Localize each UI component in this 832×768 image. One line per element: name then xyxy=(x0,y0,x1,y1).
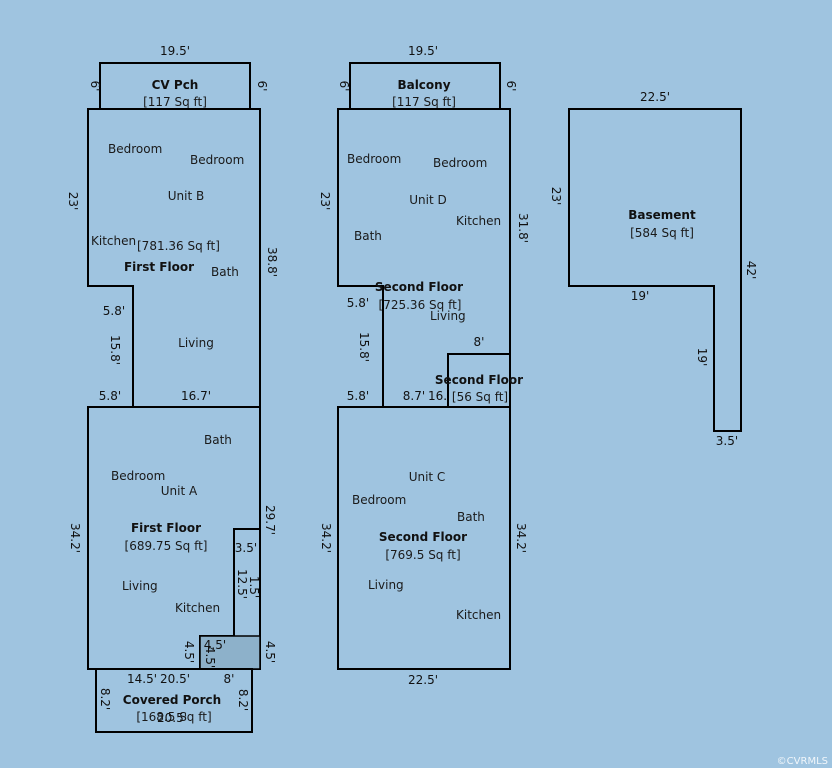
unit-a-notch-lower-dim: 1.5' xyxy=(247,576,261,598)
basement-right-dim: 42' xyxy=(744,261,758,280)
unit-b-step-bottom-dim: 5.8' xyxy=(99,389,121,403)
covered-porch-bottom-dim: 20.5' xyxy=(157,711,187,725)
covered-porch-top-c-dim: 8' xyxy=(224,672,235,686)
unit-b-bedroom-1: Bedroom xyxy=(108,142,162,156)
unit-d-kitchen: Kitchen xyxy=(456,214,501,228)
unit-c-bottom-dim: 22.5' xyxy=(408,673,438,687)
unit-a-notch-top-dim: 3.5' xyxy=(235,541,257,555)
balcony-outline xyxy=(349,62,501,110)
unit-d-bedroom-2: Bedroom xyxy=(433,156,487,170)
unit-a-bath: Bath xyxy=(204,433,232,447)
unit-d-area: [725.36 Sq ft] xyxy=(379,298,462,312)
unit-d-step-bottom-dim: 5.8' xyxy=(347,389,369,403)
unit-c-bath: Bath xyxy=(457,510,485,524)
balcony-title: Balcony xyxy=(397,78,450,92)
unit-d-floor: Second Floor xyxy=(375,280,463,294)
unit-b-name: Unit B xyxy=(168,189,204,203)
basement-bottom-dim: 3.5' xyxy=(716,434,738,448)
unit-b-bottom-dim: 16.7' xyxy=(181,389,211,403)
unit-b-bedroom-2: Bedroom xyxy=(190,153,244,167)
unit-d-bedroom-1: Bedroom xyxy=(347,152,401,166)
unit-c-floor: Second Floor xyxy=(379,530,467,544)
unit-d-step-top-dim: 5.8' xyxy=(347,296,369,310)
cv-porch-area: [117 Sq ft] xyxy=(143,95,207,109)
unit-d-left-lower-dim: 15.8' xyxy=(357,332,371,362)
balcony-right-side: 6' xyxy=(504,81,518,92)
unit-c-right-dim: 34.2' xyxy=(514,523,528,553)
unit-b-right-dim: 38.8' xyxy=(265,247,279,277)
basement-title: Basement xyxy=(628,208,696,222)
unit-b-kitchen: Kitchen xyxy=(91,234,136,248)
small-room-top-dim: 8' xyxy=(474,335,485,349)
unit-b-step-top-dim: 5.8' xyxy=(103,304,125,318)
unit-d-right-dim: 31.8' xyxy=(516,213,530,243)
covered-porch-right-dim: 8.2' xyxy=(236,689,250,711)
covered-porch-title: Covered Porch xyxy=(123,693,221,707)
unit-a-area: [689.75 Sq ft] xyxy=(125,539,208,553)
balcony-area: [117 Sq ft] xyxy=(392,95,456,109)
unit-a-square-top-dim: 4.5' xyxy=(204,638,226,652)
covered-porch-area: [168.5 Sq ft] xyxy=(136,710,211,724)
unit-a-name: Unit A xyxy=(161,484,198,498)
unit-d-name: Unit D xyxy=(409,193,446,207)
cv-porch-right-side: 6' xyxy=(255,81,269,92)
unit-a-right-upper-dim: 29.7' xyxy=(263,505,277,535)
unit-c-living: Living xyxy=(368,578,404,592)
small-room-area: [56 Sq ft] xyxy=(452,390,508,404)
cv-porch-outline xyxy=(99,62,251,110)
basement-left-dim: 23' xyxy=(549,187,563,206)
unit-a-right-lower-dim: 4.5' xyxy=(263,641,277,663)
cv-porch-title: CV Pch xyxy=(152,78,199,92)
unit-c-bedroom: Bedroom xyxy=(352,493,406,507)
unit-a-small-square xyxy=(199,635,261,670)
unit-c-name: Unit C xyxy=(409,470,446,484)
unit-d-mid-dim: 8.7' xyxy=(403,389,425,403)
unit-b-bath: Bath xyxy=(211,265,239,279)
unit-a-square-inner-dim: 4.5' xyxy=(203,646,217,668)
covered-porch-left-dim: 8.2' xyxy=(98,688,112,710)
unit-a-floor: First Floor xyxy=(131,521,201,535)
unit-a-left-dim: 34.2' xyxy=(68,523,82,553)
covered-porch-outline xyxy=(95,668,253,733)
unit-a-living: Living xyxy=(122,579,158,593)
unit-b-area: [781.36 Sq ft] xyxy=(137,239,220,253)
unit-a-square-left-dim: 4.5' xyxy=(182,641,196,663)
unit-b-left-upper-dim: 23' xyxy=(66,192,80,211)
unit-c-left-dim: 34.2' xyxy=(319,523,333,553)
unit-c-area: [769.5 Sq ft] xyxy=(385,548,460,562)
unit-d-left-upper-dim: 23' xyxy=(318,192,332,211)
unit-b-floor: First Floor xyxy=(124,260,194,274)
covered-porch-top-b-dim: 20.5' xyxy=(160,672,190,686)
balcony-width: 19.5' xyxy=(408,44,438,58)
unit-a-kitchen: Kitchen xyxy=(175,601,220,615)
unit-c-kitchen: Kitchen xyxy=(456,608,501,622)
small-room-floor: Second Floor xyxy=(435,373,523,387)
unit-a-bedroom: Bedroom xyxy=(111,469,165,483)
balcony-left-side: 6' xyxy=(337,81,351,92)
unit-c-outline xyxy=(337,406,511,670)
basement-inner-bottom-dim: 19' xyxy=(631,289,650,303)
basement-inner-side-dim: 19' xyxy=(695,348,709,367)
small-room-outline xyxy=(447,353,511,408)
basement-outline xyxy=(568,108,742,432)
unit-b-left-lower-dim: 15.8' xyxy=(108,335,122,365)
unit-d-bath: Bath xyxy=(354,229,382,243)
cv-porch-left-side: 6' xyxy=(88,81,102,92)
unit-d-living: Living xyxy=(430,309,466,323)
basement-top-dim: 22.5' xyxy=(640,90,670,104)
unit-a-notch-side-dim: 12.5' xyxy=(235,569,249,599)
unit-b-living: Living xyxy=(178,336,214,350)
covered-porch-top-a-dim: 14.5' xyxy=(127,672,157,686)
watermark: ©CVRMLS xyxy=(777,756,828,767)
basement-area: [584 Sq ft] xyxy=(630,226,694,240)
cv-porch-width: 19.5' xyxy=(160,44,190,58)
